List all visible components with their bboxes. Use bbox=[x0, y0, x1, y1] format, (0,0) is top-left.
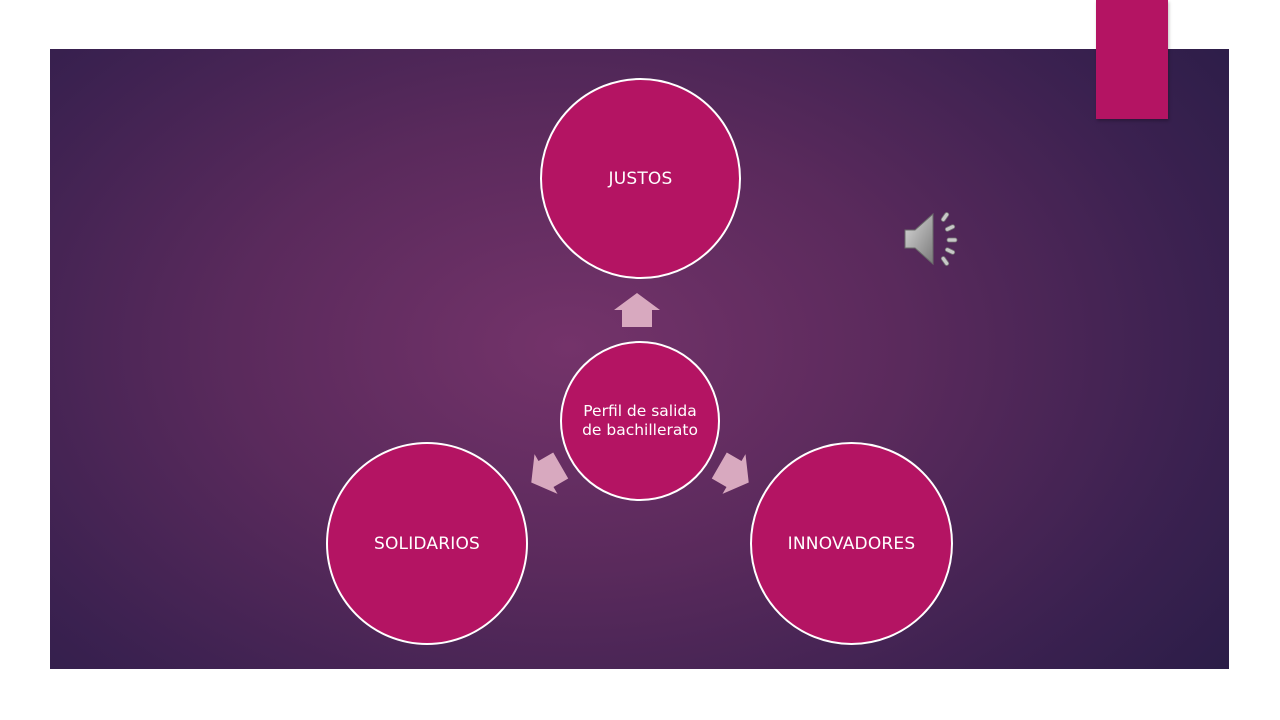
arrow-down-right bbox=[711, 452, 749, 494]
arrow-down-left bbox=[531, 452, 569, 494]
node-innovadores-label: INNOVADORES bbox=[787, 533, 916, 554]
node-justos: JUSTOS bbox=[540, 78, 741, 279]
node-innovadores: INNOVADORES bbox=[750, 442, 953, 645]
accent-tab bbox=[1096, 0, 1168, 119]
node-center: Perfil de salida de bachillerato bbox=[560, 341, 720, 501]
node-center-label: Perfil de salida de bachillerato bbox=[582, 402, 698, 439]
node-solidarios-label: SOLIDARIOS bbox=[373, 533, 481, 554]
speaker-icon[interactable] bbox=[902, 208, 968, 270]
arrow-up bbox=[614, 293, 660, 327]
node-solidarios: SOLIDARIOS bbox=[326, 442, 528, 645]
node-justos-label: JUSTOS bbox=[608, 168, 673, 189]
